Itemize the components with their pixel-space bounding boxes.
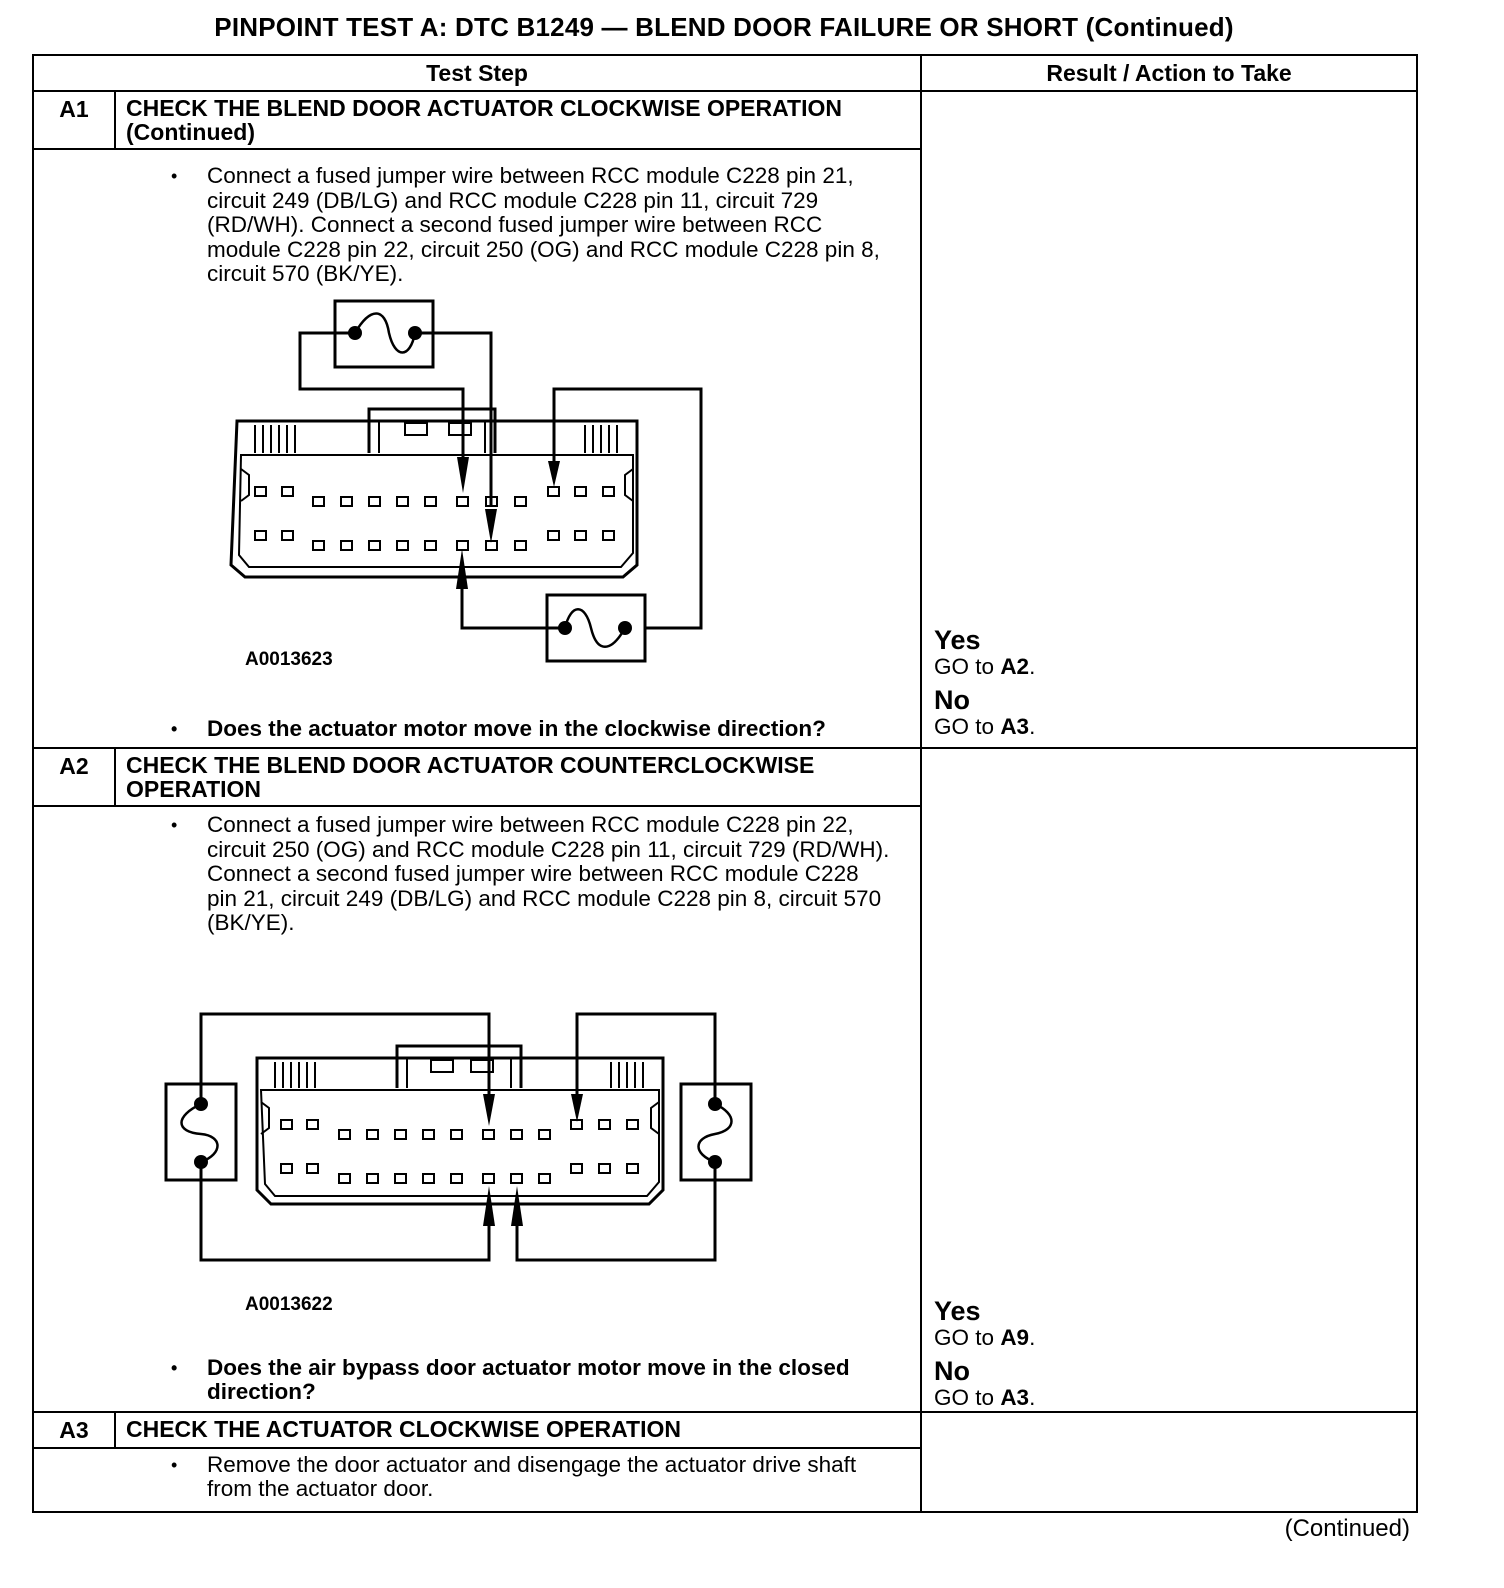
goto-target: A2 (1000, 654, 1030, 679)
probe-arrow (483, 1093, 495, 1126)
step-spacer (32, 805, 115, 1413)
connector-latch (367, 407, 497, 453)
step-question: Does the air bypass door actuator motor … (115, 1355, 890, 1405)
fuse-symbol (353, 311, 417, 354)
goto-target: A3 (1000, 1385, 1030, 1410)
connector-jumper-diagram (229, 299, 703, 662)
pin-row-top (254, 485, 615, 507)
step-a3-title-row: A3 CHECK THE ACTUATOR CLOCKWISE OPERATIO… (32, 1410, 1419, 1513)
pinpoint-test-table: Test Step Result / Action to Take A1 CHE… (31, 54, 1419, 1513)
result-cell: Yes GO to A9. No GO to A3. (920, 747, 1419, 1413)
probe-arrow (456, 548, 468, 589)
probe-arrow (571, 1093, 583, 1122)
continued-label: (Continued) (1284, 1515, 1410, 1542)
pin-row-bottom (254, 529, 615, 551)
wiring-figure: A0013622 (115, 936, 890, 1356)
step-title: CHECK THE BLEND DOOR ACTUATOR COUNTERCLO… (113, 747, 923, 807)
result-yes-action: GO to A9. (934, 1325, 1036, 1350)
result-cell (920, 1410, 1419, 1513)
fuse-symbol (563, 607, 627, 648)
step-a1-title-row: A1 CHECK THE BLEND DOOR ACTUATOR CLOCKWI… (32, 90, 1419, 749)
figure-id: A0013622 (245, 1293, 333, 1315)
column-header-test-step: Test Step (31, 54, 923, 92)
result-yes-label: Yes (934, 625, 981, 655)
step-a3-body-row: Remove the door actuator and disengage t… (32, 1446, 1417, 1513)
step-body: Connect a fused jumper wire between RCC … (115, 148, 923, 749)
question-item: Does the air bypass door actuator motor … (171, 1355, 890, 1405)
step-id: A2 (32, 747, 116, 807)
result-yes-action: GO to A2. (934, 654, 1036, 679)
result-no-label: No (934, 685, 971, 715)
result-cell: Yes GO to A2. No GO to A3. (920, 90, 1419, 749)
result-actions: Yes GO to A9. No GO to A3. (934, 1297, 1035, 1411)
goto-target: A9 (1000, 1325, 1030, 1350)
step-question: Does the actuator motor move in the cloc… (115, 716, 890, 742)
step-instructions: Connect a fused jumper wire between RCC … (115, 812, 890, 936)
step-spacer (32, 148, 115, 749)
pin-row-bottom (280, 1162, 639, 1184)
figure-id: A0013623 (245, 648, 333, 670)
instruction-item: Connect a fused jumper wire between RCC … (171, 163, 890, 287)
step-title: CHECK THE ACTUATOR CLOCKWISE OPERATION (113, 1410, 923, 1449)
step-a2-title-row: A2 CHECK THE BLEND DOOR ACTUATOR COUNTER… (32, 747, 1419, 1413)
instruction-item: Connect a fused jumper wire between RCC … (171, 812, 890, 936)
result-no-action: GO to A3. (934, 1385, 1036, 1410)
step-spacer (32, 1446, 115, 1513)
pin-row-top (280, 1118, 639, 1140)
column-header-result: Result / Action to Take (920, 54, 1419, 92)
wiring-figure: A0013623 (115, 287, 890, 717)
result-no-action: GO to A3. (934, 714, 1036, 739)
fuse-symbol (697, 1102, 733, 1163)
step-body: Connect a fused jumper wire between RCC … (115, 805, 923, 1413)
probe-arrow (485, 508, 497, 543)
step-a2-body-row: Connect a fused jumper wire between RCC … (32, 805, 1417, 1413)
connector-jumper-diagram (164, 1012, 753, 1261)
step-body: Remove the door actuator and disengage t… (115, 1446, 923, 1513)
step-instructions: Remove the door actuator and disengage t… (115, 1452, 890, 1502)
step-instructions: Connect a fused jumper wire between RCC … (115, 163, 890, 287)
instruction-item: Remove the door actuator and disengage t… (171, 1452, 890, 1502)
page-title: PINPOINT TEST A: DTC B1249 — BLEND DOOR … (214, 12, 1234, 42)
table-header-row: Test Step Result / Action to Take (31, 54, 1419, 92)
connector-latch (395, 1044, 523, 1088)
question-item: Does the actuator motor move in the cloc… (171, 716, 890, 742)
step-id: A1 (32, 90, 116, 150)
step-a1-body-row: Connect a fused jumper wire between RCC … (32, 148, 1417, 749)
result-yes-label: Yes (934, 1296, 981, 1326)
probe-arrow (483, 1185, 495, 1226)
fuse-symbol (180, 1102, 219, 1163)
goto-target: A3 (1000, 714, 1030, 739)
step-id: A3 (32, 1410, 116, 1449)
probe-arrow (511, 1185, 523, 1226)
result-no-label: No (934, 1356, 971, 1386)
probe-arrow (457, 456, 469, 493)
result-actions: Yes GO to A2. No GO to A3. (934, 626, 1035, 740)
connector-body (229, 419, 639, 578)
step-title: CHECK THE BLEND DOOR ACTUATOR CLOCKWISE … (113, 90, 923, 150)
connector-body (255, 1056, 665, 1205)
probe-arrow (548, 460, 560, 487)
